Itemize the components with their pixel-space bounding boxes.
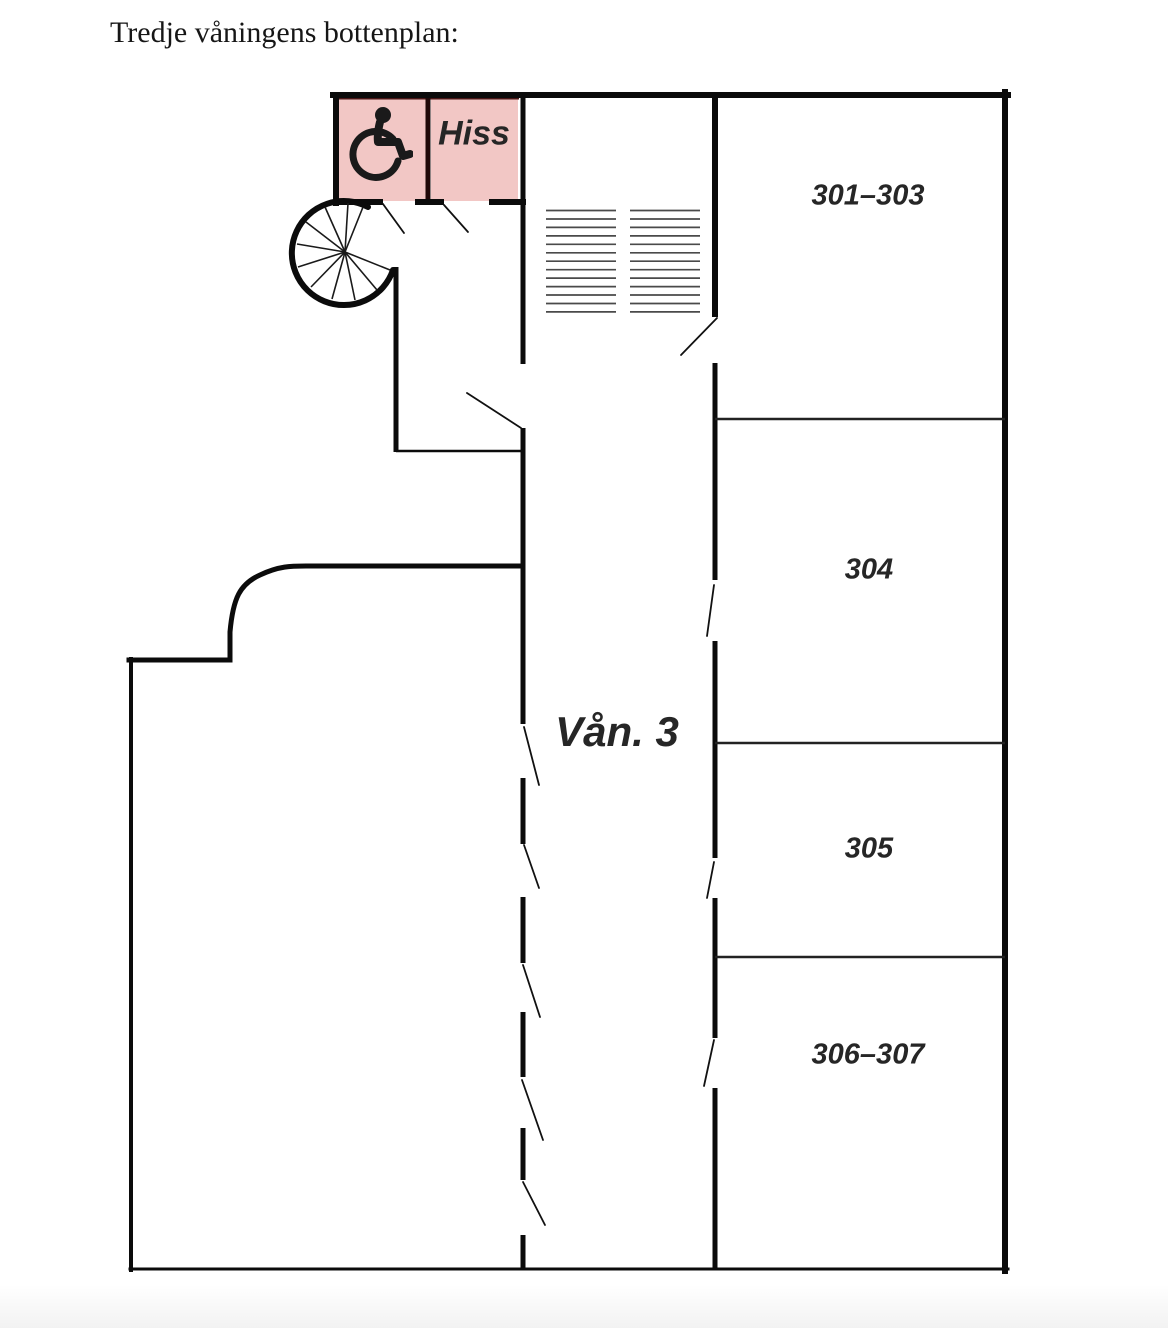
straight-stairs-icon [546, 209, 700, 313]
door-swing [680, 317, 718, 356]
door-swing [443, 204, 469, 233]
door-swing [703, 1039, 715, 1087]
stair-treads-left-flight [546, 209, 616, 313]
room-label-306-307: 306–307 [811, 1038, 925, 1071]
spiral-staircase-icon [288, 198, 396, 309]
door-swing [706, 861, 715, 899]
page-title: Tredje våningens bottenplan: [110, 16, 459, 49]
door-swing [523, 726, 540, 786]
stair-treads-right-flight [630, 209, 700, 313]
wheelchair-icon [349, 107, 413, 181]
spiral-staircase-spokes [296, 202, 391, 301]
room-label-301-303: 301–303 [811, 179, 925, 212]
door-swing [521, 1079, 544, 1141]
elevator-area [431, 98, 518, 201]
door-swing [466, 392, 522, 429]
room-label-304: 304 [844, 553, 894, 586]
building-notch-wall [126, 563, 526, 663]
room-label-305: 305 [844, 832, 894, 865]
elevator-label: Hiss [438, 114, 510, 153]
spiral-staircase-arc [288, 198, 396, 309]
door-swing [382, 203, 405, 234]
floor-label: Vån. 3 [555, 708, 679, 755]
door-swing [522, 1181, 546, 1226]
door-swing [706, 584, 715, 637]
door-swing [522, 964, 541, 1018]
door-swing [523, 844, 540, 889]
